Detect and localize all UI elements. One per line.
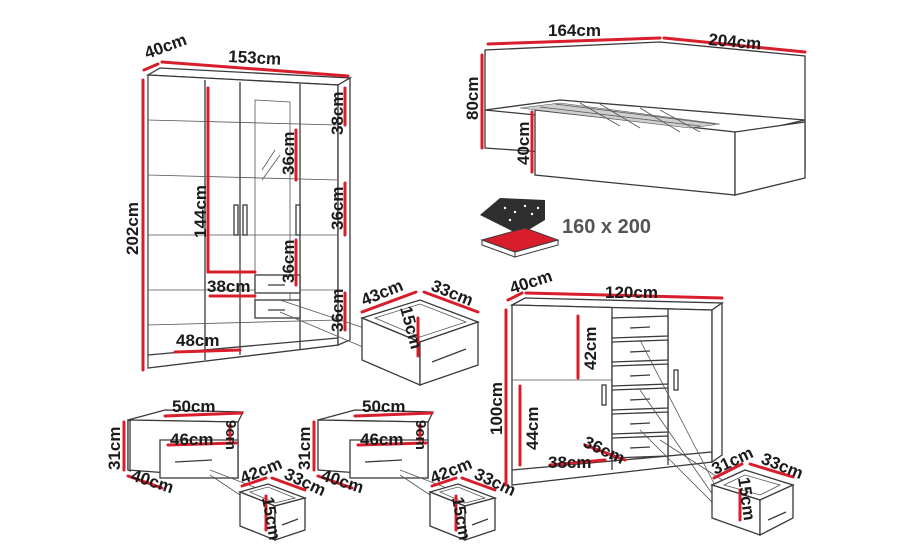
wardrobe-depth-label: 40cm [142,30,189,63]
nightstand-right-inner-height-label: 9cm [412,420,429,450]
mattress-size-label: 160 x 200 [562,216,651,238]
mattress-icon [480,198,560,258]
nightstand-right-drawer-width-label: 42cm [427,454,474,488]
wardrobe-shelf-3-label: 36cm [279,240,298,283]
nightstand-left-drawer: 42cm 33cm 15cm [237,454,328,542]
wardrobe-inner-drawer-label: 38cm [207,277,250,296]
nightstand-left-inner-height-label: 9cm [222,420,239,450]
bed-width-label: 164cm [548,21,601,40]
wardrobe-height-label: 202cm [123,202,142,255]
wardrobe-shelf-1-label: 36cm [279,132,298,175]
sideboard-height-label: 100cm [487,382,506,435]
bed-frame-height-label: 40cm [514,122,533,165]
nightstand-left-width-label: 50cm [172,397,215,416]
wardrobe-shelf-4-label: 36cm [328,289,347,332]
sideboard-lower-shelf-label: 44cm [523,407,542,450]
nightstand-right: 50cm 46cm 9cm 31cm 40cm [295,397,453,506]
wardrobe-width-label: 153cm [228,47,282,69]
wardrobe-hanging-label: 144cm [191,185,210,238]
sideboard-upper-shelf-label: 42cm [581,327,600,370]
bed-length-label: 204cm [708,30,762,54]
sideboard: 40cm 120cm 100cm 42cm 44cm 38cm 36cm [487,266,731,516]
nightstand-left-height-label: 31cm [105,427,124,470]
wardrobe-shelf-2-label: 36cm [328,187,347,230]
nightstand-left: 50cm 46cm 9cm 31cm 40cm [105,397,263,506]
sideboard-drawer-width-label: 38cm [548,453,591,472]
sideboard-width-label: 120cm [605,283,658,302]
wardrobe: 40cm 153cm 202cm 38cm 36cm 36cm 36cm 36c… [123,30,371,372]
nightstand-left-inner-width-label: 46cm [170,430,213,449]
wardrobe-drawer-depth-label: 33cm [429,276,476,310]
wardrobe-bottom-label: 48cm [176,331,219,350]
nightstand-right-inner-width-label: 46cm [360,430,403,449]
nightstand-right-width-label: 50cm [362,397,405,416]
wardrobe-drawer: 43cm 33cm 15cm [358,276,480,386]
sideboard-drawer: 31cm 33cm 15cm [709,443,806,537]
bed-slats [519,102,721,133]
wardrobe-top-shelf-label: 38cm [328,92,347,135]
nightstand-left-drawer-width-label: 42cm [237,454,284,488]
bed-headboard-height-label: 80cm [463,77,482,120]
nightstand-right-height-label: 31cm [295,427,314,470]
bed: 164cm 204cm 80cm 40cm 160 x 200 [463,21,807,258]
